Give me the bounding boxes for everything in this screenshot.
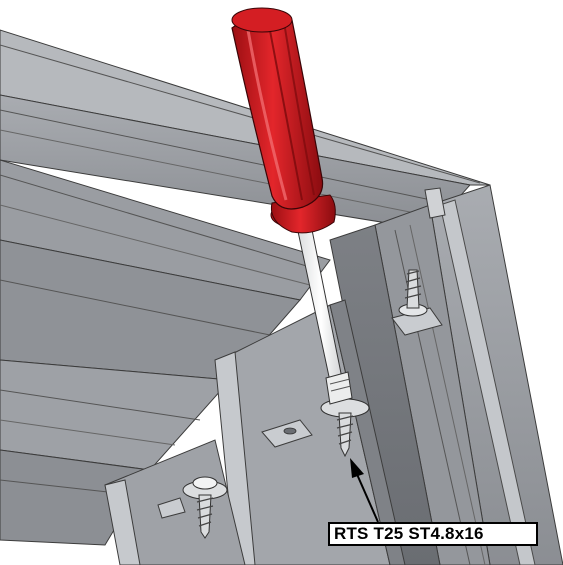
- top-frame-rail: [0, 29, 491, 231]
- part-number-text: RTS T25 ST4.8x16: [334, 524, 484, 543]
- screw-icon: [182, 476, 228, 539]
- mounting-tab-left: [157, 497, 186, 519]
- mounting-tab-center: [261, 419, 313, 448]
- part-callout-label: RTS T25 ST4.8x16: [328, 522, 538, 546]
- left-channel: [0, 159, 331, 546]
- screw-icon: [398, 269, 428, 317]
- screwdriver-icon: [231, 7, 353, 405]
- arrow-icon: [350, 458, 379, 523]
- right-vertical-post: [329, 184, 563, 565]
